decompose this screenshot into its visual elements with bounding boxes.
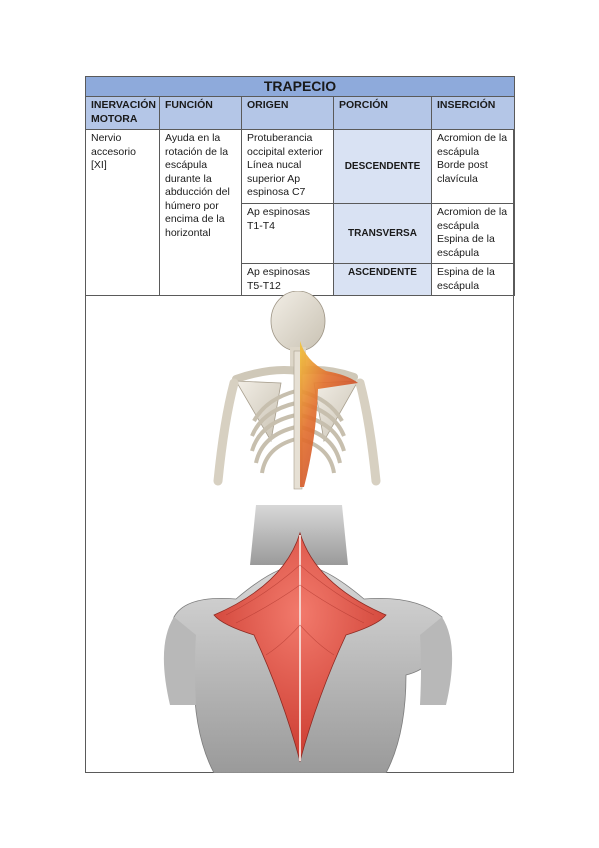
cell-origen-transversa: Ap espinosas T1-T4 — [241, 203, 334, 264]
cell-insercion-ascendente: Espina de la escápula — [430, 263, 516, 296]
header-porcion: PORCIÓN — [333, 96, 432, 130]
cell-porcion-transversa: TRANSVERSA — [333, 203, 432, 264]
trapecio-sheet: TRAPECIO INERVACIÓN MOTORA FUNCIÓN ORIGE… — [84, 76, 516, 773]
figures-area — [86, 291, 515, 773]
header-funcion: FUNCIÓN — [159, 96, 242, 130]
header-insercion: INSERCIÓN — [430, 96, 516, 130]
table-title: TRAPECIO — [84, 76, 516, 97]
header-origen: ORIGEN — [241, 96, 334, 130]
trapecio-table: TRAPECIO INERVACIÓN MOTORA FUNCIÓN ORIGE… — [84, 76, 516, 296]
skeleton-trapezius-illustration — [213, 291, 381, 490]
cell-funcion: Ayuda en la rotación de la escápula dura… — [159, 129, 242, 296]
cell-insercion-transversa: Acromion de la escápula Espina de la esc… — [430, 203, 516, 264]
cell-origen-descendente: Protuberancia occipital exterior Línea n… — [241, 129, 334, 204]
cell-inervacion: Nervio accesorio [XI] — [85, 129, 160, 296]
cell-porcion-descendente: DESCENDENTE — [333, 129, 432, 204]
cell-origen-ascendente: Ap espinosas T5-T12 — [241, 263, 334, 296]
muscular-trapezius-illustration — [163, 505, 453, 773]
header-inervacion: INERVACIÓN MOTORA — [85, 96, 160, 130]
cell-insercion-descendente: Acromion de la escápula Borde post claví… — [430, 129, 516, 204]
